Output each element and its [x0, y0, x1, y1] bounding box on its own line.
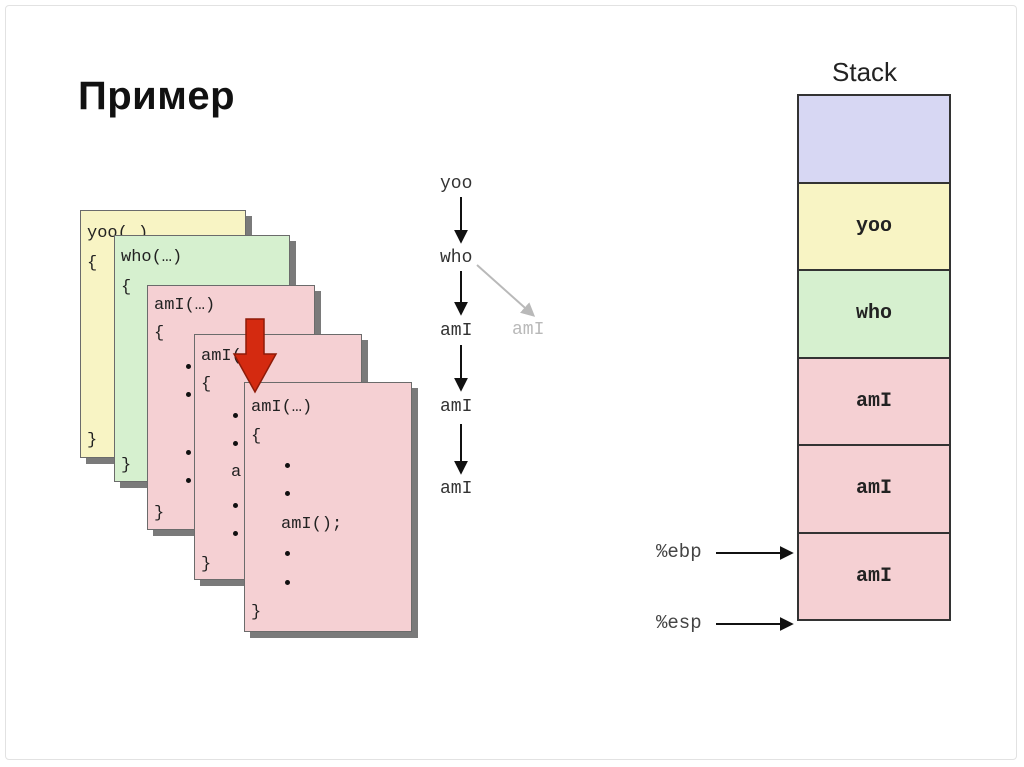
red-down-arrow-icon: [232, 318, 278, 394]
tree-node-ami-3: amI: [440, 479, 473, 499]
stack-frame-yoo: yoo: [797, 181, 951, 271]
code-line: {: [121, 278, 132, 297]
bullet: [233, 413, 238, 418]
tree-arrow-ghost: [476, 264, 536, 317]
code-line: }: [251, 603, 262, 622]
code-line: }: [201, 555, 212, 574]
bullet: [186, 364, 191, 369]
bullet: [186, 392, 191, 397]
code-line: amI(…): [154, 296, 216, 315]
stack-frame-ami-1: amI: [797, 356, 951, 446]
register-ebp-label: %ebp: [656, 541, 702, 563]
bullet: [285, 463, 290, 468]
bullet: [233, 441, 238, 446]
code-line: {: [87, 254, 98, 273]
bullet: [233, 503, 238, 508]
code-line: {: [154, 324, 165, 343]
stack: yoo who amI amI amI: [797, 94, 951, 621]
bullet: [233, 531, 238, 536]
stack-frame-ami-3: amI: [797, 531, 951, 621]
code-card-ami-3: amI(…) { amI(); }: [244, 382, 412, 632]
stack-frame-who: who: [797, 269, 951, 359]
tree-node-ami-1: amI: [440, 321, 473, 341]
bullet: [285, 551, 290, 556]
bullet: [186, 478, 191, 483]
code-line: amI();: [281, 515, 343, 534]
stack-frame-free: [797, 94, 951, 184]
code-line: {: [201, 375, 212, 394]
stack-frame-ami-2: amI: [797, 444, 951, 534]
bullet: [285, 580, 290, 585]
bullet: [285, 491, 290, 496]
bullet: [186, 450, 191, 455]
code-line: }: [121, 456, 132, 475]
tree-node-ami-ghost: amI: [512, 320, 545, 340]
slide-border: [5, 5, 1017, 760]
code-line: }: [154, 504, 165, 523]
code-line: a: [231, 463, 242, 482]
code-line: {: [251, 427, 262, 446]
page-title: Пример: [78, 74, 236, 118]
tree-node-ami-2: amI: [440, 397, 473, 417]
tree-node-who: who: [440, 248, 473, 268]
tree-node-yoo: yoo: [440, 174, 473, 194]
code-line: amI(…): [251, 398, 313, 417]
register-esp-label: %esp: [656, 612, 702, 634]
code-line: who(…): [121, 248, 183, 267]
stack-title: Stack: [832, 57, 898, 87]
code-line: }: [87, 431, 98, 450]
